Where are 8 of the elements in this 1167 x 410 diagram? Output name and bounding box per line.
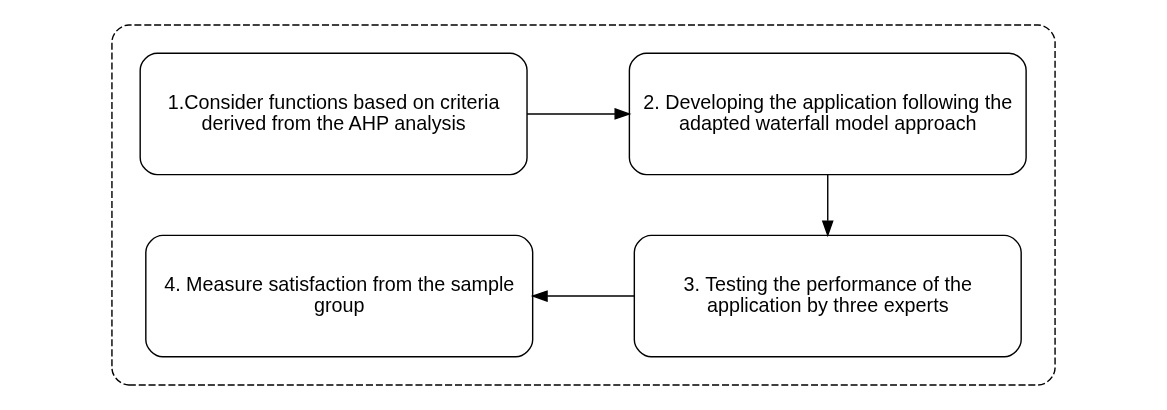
node-box: 1.Consider functions based on criteria derived from the AHP analysis bbox=[139, 52, 528, 176]
cluster bbox=[111, 24, 1056, 386]
node-box: 2. Developing the application following the adapted waterfall model approach bbox=[628, 52, 1027, 176]
arrow bbox=[821, 174, 834, 238]
node-box: 4. Measure satisfaction from the sample group bbox=[145, 234, 534, 358]
node-box: 3. Testing the performance of the application by three experts bbox=[633, 234, 1022, 358]
arrow bbox=[530, 290, 635, 302]
arrow bbox=[526, 108, 632, 120]
